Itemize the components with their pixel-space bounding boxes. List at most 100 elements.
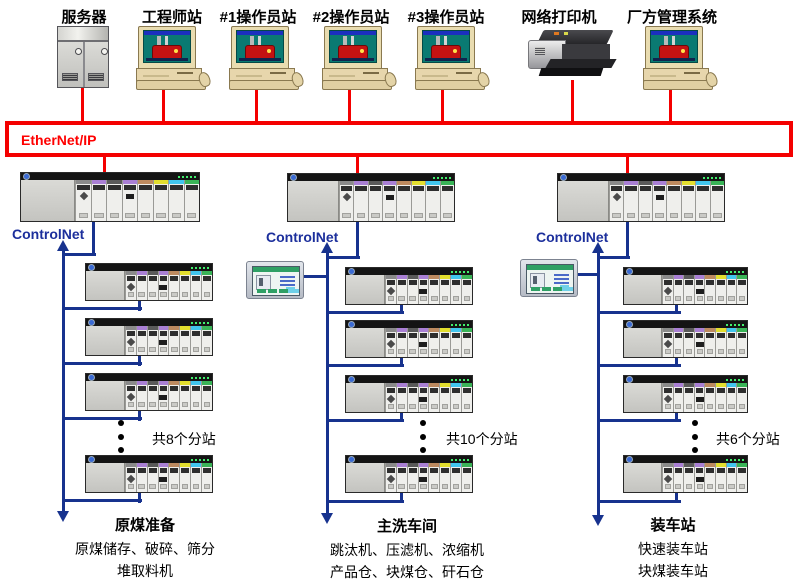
rack-module	[395, 275, 407, 304]
rack-module	[146, 326, 158, 355]
io-branch-stub	[400, 303, 403, 314]
rack-header	[346, 268, 472, 275]
rack-module	[395, 383, 407, 412]
rack-module	[661, 463, 673, 492]
io-rack	[345, 267, 473, 305]
rack-module	[672, 328, 684, 357]
rack-power-section	[346, 275, 385, 304]
io-branch-stub	[138, 492, 141, 503]
rack-module	[672, 275, 684, 304]
rack-header	[21, 173, 199, 180]
io-branch	[598, 419, 681, 422]
rack-module	[179, 381, 191, 410]
rack-module	[683, 383, 694, 412]
device-label-server: 服务器	[61, 9, 107, 26]
rack-module	[461, 463, 473, 492]
rack-module	[683, 275, 694, 304]
ethernet-ip-bus-label: EtherNet/IP	[21, 132, 97, 148]
rack-module	[168, 381, 180, 410]
rack-module	[179, 271, 191, 300]
rack-module	[137, 180, 153, 221]
rack-module	[135, 381, 147, 410]
controlnet-arrow-down-1	[57, 511, 69, 522]
rack-module	[179, 463, 191, 492]
io-branch	[598, 500, 681, 503]
io-rack	[85, 318, 213, 356]
io-rack	[85, 455, 213, 493]
rack-module	[157, 381, 169, 410]
rack-header	[86, 374, 212, 381]
rack-header	[86, 264, 212, 271]
rack-module	[157, 326, 169, 355]
rack-module	[382, 181, 397, 221]
plc-rack-loading	[557, 173, 725, 222]
workstation-icon-engineer	[136, 26, 213, 90]
rack-module	[384, 463, 396, 492]
rack-module	[439, 383, 451, 412]
io-rack	[345, 375, 473, 413]
ab-logo-icon	[24, 174, 29, 179]
tank-graphic	[659, 45, 689, 60]
ethernet-drop-factory	[669, 88, 672, 121]
rack-module	[439, 275, 451, 304]
rack-module	[461, 275, 473, 304]
rack-header	[624, 456, 747, 463]
area-title: 主洗车间	[376, 518, 437, 535]
io-rack	[623, 455, 748, 493]
rack-module	[652, 181, 667, 221]
ab-logo-icon	[627, 377, 632, 382]
rack-module	[190, 326, 202, 355]
hmi-link	[578, 273, 600, 276]
rack-module	[450, 463, 462, 492]
rack-module	[135, 463, 147, 492]
ethernet-drop-engineer	[162, 88, 165, 121]
rack-header	[624, 376, 747, 383]
ethernet-drop-op3	[441, 88, 444, 121]
ab-logo-icon	[89, 320, 94, 325]
io-branch-stub	[400, 491, 403, 503]
rack-module	[121, 180, 138, 221]
rack-module	[450, 383, 462, 412]
rack-module	[693, 383, 705, 412]
io-branch	[327, 364, 404, 367]
device-label-op3: #3操作员站	[407, 9, 485, 26]
rack-module	[736, 383, 748, 412]
io-branch	[63, 499, 142, 502]
io-branch-stub	[138, 300, 141, 311]
plc-rack-raw-coal	[20, 172, 200, 222]
ellipsis-dots-3	[692, 420, 698, 453]
hmi-screen	[252, 266, 300, 296]
rack-module	[201, 326, 213, 355]
ethernet-drop-plc1	[103, 155, 106, 174]
rack-module	[384, 328, 396, 357]
rack-module	[683, 463, 694, 492]
rack-power-section	[624, 328, 662, 357]
io-branch	[63, 307, 142, 310]
io-branch-stub	[400, 356, 403, 367]
ethernet-drop-plc3	[626, 155, 629, 175]
ethernet-drop-server	[81, 86, 84, 121]
rack-module	[406, 463, 418, 492]
io-rack	[623, 267, 748, 305]
rack-header	[346, 456, 472, 463]
rack-module	[395, 328, 407, 357]
rack-module	[715, 463, 726, 492]
workstation-icon-op3	[415, 26, 492, 90]
ab-logo-icon	[291, 175, 296, 180]
workstation-icon-op2	[322, 26, 399, 90]
controlnet-arrow-down-2	[321, 513, 333, 524]
rack-module	[338, 181, 354, 221]
rack-module	[75, 180, 91, 221]
rack-module	[417, 328, 429, 357]
rack-module	[439, 328, 451, 357]
io-branch-stub	[675, 303, 678, 314]
rack-module	[608, 181, 624, 221]
area-detail-line: 快速装车站	[638, 541, 708, 557]
rack-module	[190, 271, 202, 300]
io-branch	[327, 419, 404, 422]
rack-module	[135, 326, 147, 355]
device-label-printer: 网络打印机	[521, 9, 597, 26]
io-branch-stub	[675, 411, 678, 422]
io-rack	[623, 375, 748, 413]
